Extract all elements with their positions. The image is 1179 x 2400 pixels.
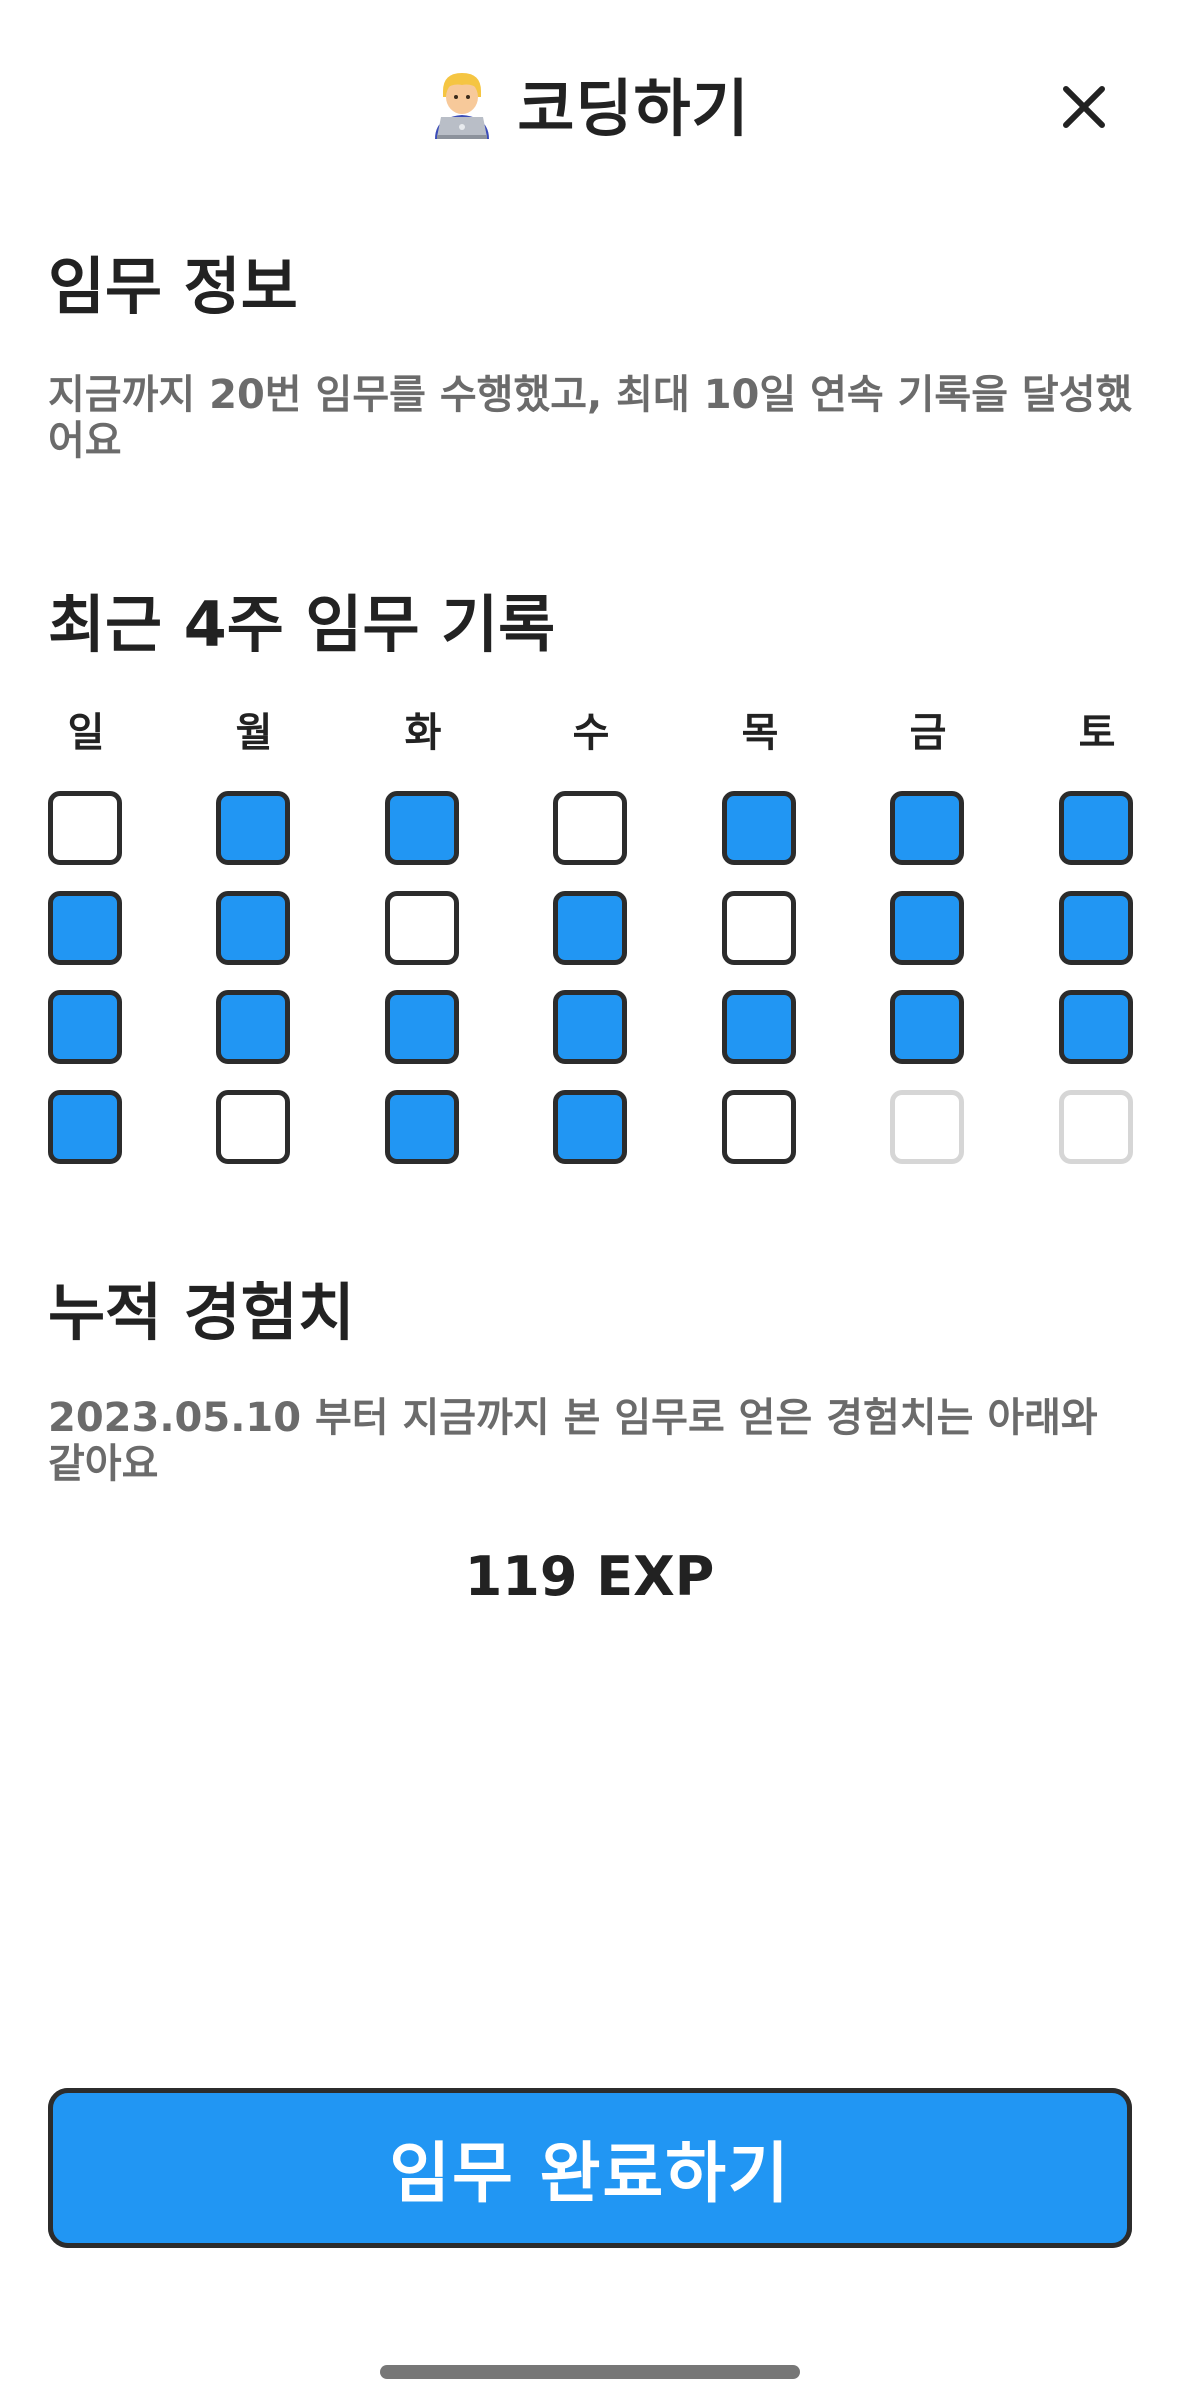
record-cell-week4-tue [385,1090,459,1164]
record-cell-week2-sat [1059,891,1133,965]
weekday-wed: 수 [572,710,610,756]
record-cell-week4-thu [722,1090,796,1164]
record-cell-week1-thu [722,791,796,865]
record-cell-week3-fri [890,990,964,1064]
record-cell-week1-sun [48,791,122,865]
weekday-sun: 일 [67,710,105,756]
record-cell-week1-mon [216,791,290,865]
record-cell-week1-fri [890,791,964,865]
mission-info-title: 임무 정보 [48,250,298,323]
record-cell-week2-tue [385,891,459,965]
record-cell-week3-tue [385,990,459,1064]
experience-value: 119 EXP [464,1545,715,1608]
record-grid [48,791,1133,1164]
record-cell-week2-wed [553,891,627,965]
record-cell-week2-fri [890,891,964,965]
record-cell-week2-sun [48,891,122,965]
weekday-header: 일 월 화 수 목 금 토 [0,700,1179,760]
experience-title: 누적 경험치 [48,1276,355,1349]
complete-mission-label: 임무 완료하기 [389,2135,791,2212]
mission-info-description: 지금까지 20번 임무를 수행했고, 최대 10일 연속 기록을 달성했어요 [48,372,1133,464]
home-indicator[interactable] [380,2365,800,2379]
record-cell-week2-thu [722,891,796,965]
record-cell-week4-sun [48,1090,122,1164]
close-icon [1063,86,1105,128]
record-cell-week3-sun [48,990,122,1064]
record-cell-week3-thu [722,990,796,1064]
weekday-sat: 토 [1078,710,1116,756]
complete-mission-button[interactable]: 임무 완료하기 [48,2088,1132,2248]
header: 코딩하기 [0,0,1179,210]
record-cell-week3-mon [216,990,290,1064]
record-cell-week3-sat [1059,990,1133,1064]
record-cell-week4-mon [216,1090,290,1164]
record-cell-week1-tue [385,791,459,865]
record-cell-week1-wed [553,791,627,865]
record-cell-week4-sat [1059,1090,1133,1164]
experience-description: 2023.05.10 부터 지금까지 본 임무로 얻은 경험치는 아래와 같아요 [48,1395,1098,1487]
weekday-tue: 화 [404,710,442,756]
weekday-mon: 월 [235,710,273,756]
record-cell-week1-sat [1059,791,1133,865]
recent-record-title: 최근 4주 임무 기록 [48,588,556,661]
technologist-emoji-icon [429,67,495,139]
page-title: 코딩하기 [517,72,750,145]
record-cell-week4-fri [890,1090,964,1164]
weekday-thu: 목 [741,710,779,756]
close-button[interactable] [1052,75,1116,139]
record-cell-week2-mon [216,891,290,965]
weekday-fri: 금 [909,710,947,756]
complete-mission-button-face[interactable]: 임무 완료하기 [48,2088,1132,2248]
record-cell-week3-wed [553,990,627,1064]
title-bar: 코딩하기 [0,58,1179,148]
record-cell-week4-wed [553,1090,627,1164]
